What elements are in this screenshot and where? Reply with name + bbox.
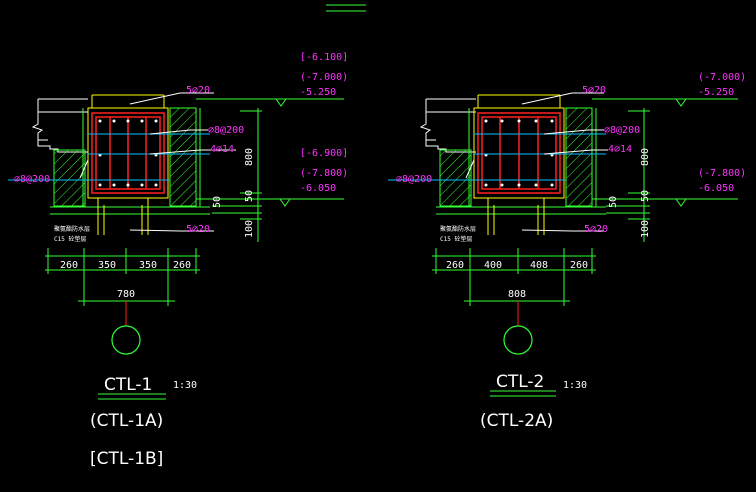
cyan-bars: [388, 133, 606, 181]
d1-dim-a: 260: [60, 260, 78, 271]
d1-alt-2: [CTL-1B]: [90, 449, 163, 469]
d1-dim-90: 50: [212, 196, 223, 208]
rebar-cage: [477, 112, 561, 194]
d1-title: CTL-1: [104, 375, 152, 395]
d2-dim-100: 100: [640, 220, 651, 238]
d2-elev-top-1: (-7.000): [698, 72, 746, 83]
bar-dots: [98, 119, 158, 187]
leaders: [79, 92, 236, 232]
d1-elev-bot-3: -6.050: [300, 183, 336, 194]
d2-elev-top-2: -5.250: [698, 87, 734, 98]
d2-dim-b: 400: [484, 260, 502, 271]
d2-dim-total: 808: [508, 289, 526, 300]
d2-note-1: 聚氨酯防水层: [440, 225, 476, 233]
d1-rebar-bottom: 5⌀20: [186, 224, 210, 235]
d1-side-bar: 4⌀14: [210, 144, 234, 155]
d1-dim-total: 780: [117, 289, 135, 300]
d2-elev-bot-2: -6.050: [698, 183, 734, 194]
d2-rebar-bottom: 5⌀20: [584, 224, 608, 235]
elevation-markers: [592, 98, 738, 242]
d2-stirrup: ⌀8@200: [604, 125, 640, 136]
elevation-markers: [196, 98, 344, 242]
d1-scale: 1:30: [173, 380, 197, 391]
d2-rebar-top: 5⌀20: [582, 85, 606, 96]
bar-dots: [484, 119, 554, 187]
slab-outline: [419, 98, 476, 153]
cyan-bars: [8, 133, 210, 181]
d2-dim-50: 50: [640, 190, 651, 202]
d1-alt-1: (CTL-1A): [90, 411, 163, 431]
d1-dim-d: 260: [173, 260, 191, 271]
hatch-right: [169, 107, 197, 207]
d1-note-1: 聚氨酯防水层: [54, 225, 90, 233]
d1-dim-50: 50: [244, 190, 255, 202]
hatch-left: [53, 149, 86, 207]
d1-elev-bot-2: (-7.800): [300, 168, 348, 179]
d1-left-rebar: ⌀8@200: [14, 174, 50, 185]
top-heading-fragment: [326, 4, 366, 12]
axis-bubble: [503, 325, 533, 355]
rebar-cage: [91, 112, 165, 194]
hatch-left: [439, 149, 472, 207]
d2-dim-height: 800: [640, 148, 651, 166]
d2-title: CTL-2: [496, 372, 544, 392]
d2-note-2: C15 砼垫层: [440, 235, 472, 243]
d2-dim-a: 260: [446, 260, 464, 271]
d2-elev-bot-1: (-7.800): [698, 168, 746, 179]
concrete-lines: [473, 94, 565, 235]
d2-side-bar: 4⌀14: [608, 144, 632, 155]
d1-elev-top-2: (-7.000): [300, 72, 348, 83]
detail-ctl-1: [8, 92, 344, 400]
slab-outline: [31, 98, 88, 153]
d1-stirrup: ⌀8@200: [208, 125, 244, 136]
d1-note-2: C15 砼垫层: [54, 235, 86, 243]
d1-elev-top-3: -5.250: [300, 87, 336, 98]
d2-dim-d: 260: [570, 260, 588, 271]
d2-alt-1: (CTL-2A): [480, 411, 553, 431]
d1-dim-100: 100: [244, 220, 255, 238]
leaders: [465, 92, 608, 232]
d2-dim-c: 408: [530, 260, 548, 271]
d2-left-rebar: ⌀8@200: [396, 174, 432, 185]
d1-elev-bot-1: [-6.900]: [300, 148, 348, 159]
d2-dim-90: 50: [608, 196, 619, 208]
axis-bubble: [111, 325, 141, 355]
d2-scale: 1:30: [563, 380, 587, 391]
d1-dim-height: 800: [244, 148, 255, 166]
dims: [432, 248, 596, 306]
d1-elev-top-1: [-6.100]: [300, 52, 348, 63]
d1-dim-b: 350: [98, 260, 116, 271]
hatch-right: [565, 107, 593, 207]
detail-ctl-2: [388, 92, 738, 397]
d1-rebar-top: 5⌀20: [186, 85, 210, 96]
d1-dim-c: 350: [139, 260, 157, 271]
